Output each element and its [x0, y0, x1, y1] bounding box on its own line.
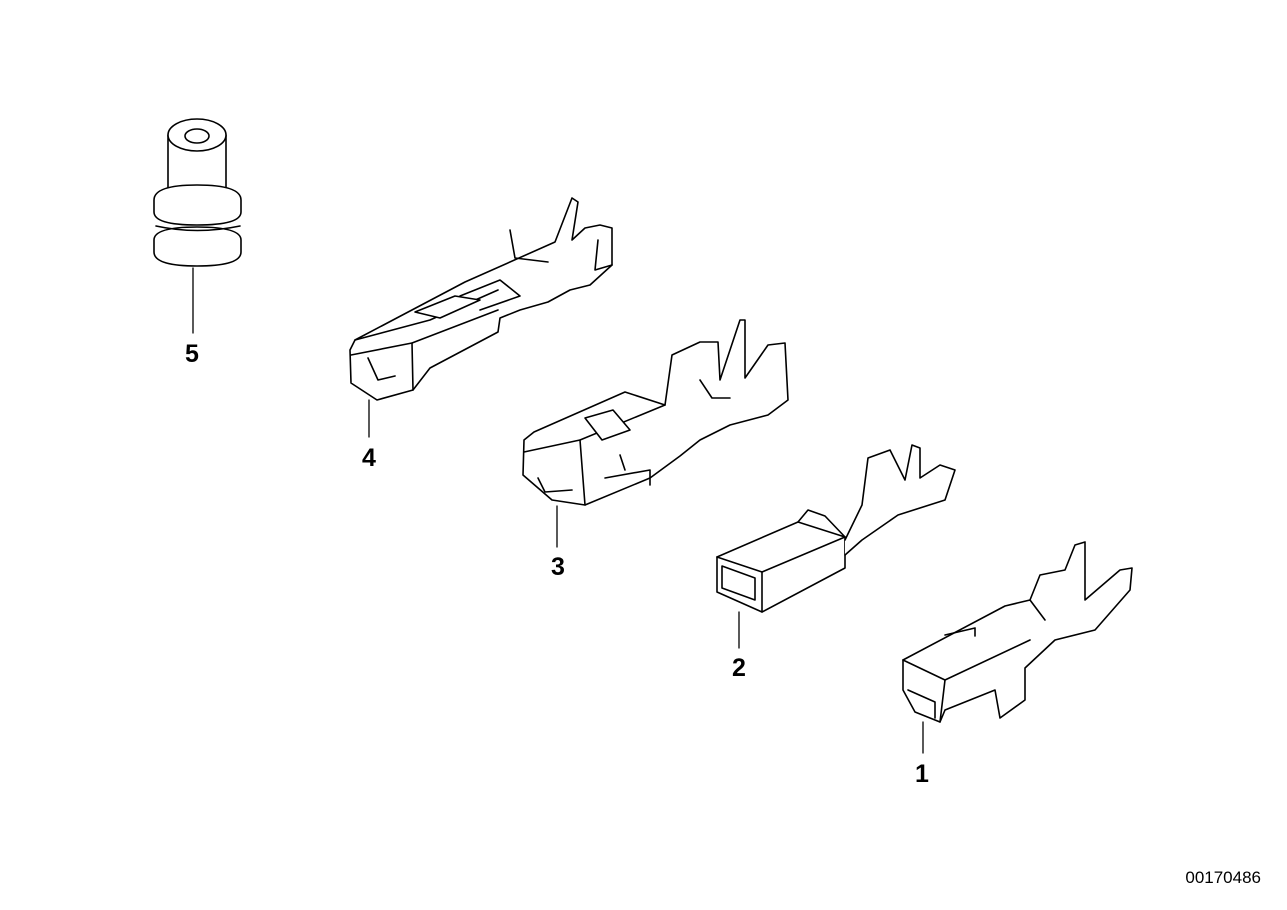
part-3-terminal: [522, 319, 789, 506]
callout-label-1: 1: [915, 760, 929, 788]
callout-label-2: 2: [732, 654, 746, 682]
callout-label-5: 5: [185, 340, 199, 368]
part-4-terminal: [349, 197, 613, 401]
callout-label-4: 4: [362, 444, 376, 472]
diagram-reference-code: 00170486: [1185, 868, 1261, 887]
part-5-seal: [153, 118, 242, 267]
part-2-terminal: [716, 444, 956, 613]
callout-label-3: 3: [551, 553, 565, 581]
part-1-terminal: [902, 541, 1133, 723]
